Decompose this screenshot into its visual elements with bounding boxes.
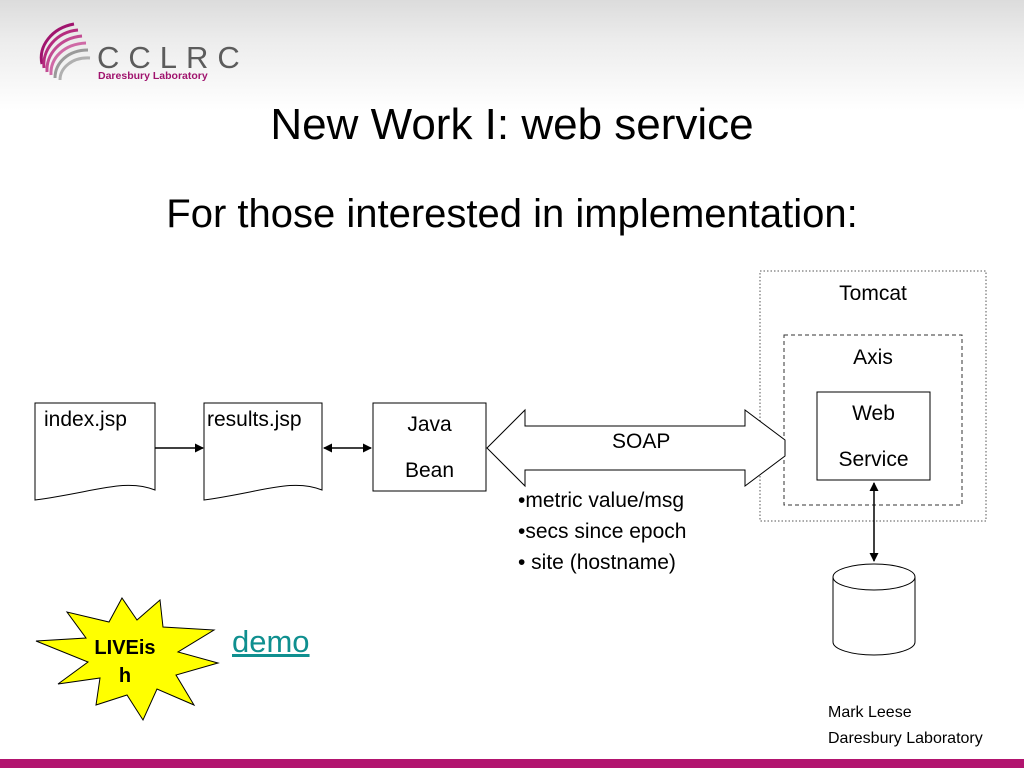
slide-title: New Work I: web service [270, 100, 754, 149]
index-jsp-document [34, 402, 156, 501]
web-service-label-2: Service [838, 448, 909, 471]
bottom-accent-bar [0, 759, 1024, 768]
logo-name: CCLRC [97, 40, 249, 75]
java-bean-box [372, 402, 487, 492]
author-org: Daresbury Laboratory [828, 730, 983, 747]
cclrc-logo-icon [39, 22, 91, 81]
results-jsp-document [203, 402, 323, 501]
results-jsp-label: results.jsp [207, 408, 302, 431]
bullet-site: • site (hostname) [518, 551, 676, 574]
web-service-label-1: Web [852, 402, 895, 425]
slide-subtitle: For those interested in implementation: [166, 192, 858, 236]
java-bean-label-2: Bean [404, 459, 455, 482]
soap-block-arrow [486, 408, 786, 488]
logo-subtitle: Daresbury Laboratory [98, 70, 208, 82]
author-block: Mark Leese Daresbury Laboratory [828, 700, 983, 752]
author-name: Mark Leese [828, 704, 912, 721]
web-service-box [816, 391, 931, 481]
bullet-metric: •metric value/msg [518, 489, 685, 512]
bullet-secs: •secs since epoch [518, 520, 687, 543]
database-icon [832, 563, 916, 656]
axis-label: Axis [853, 346, 893, 369]
index-jsp-label: index.jsp [44, 408, 127, 431]
demo-link[interactable]: demo [232, 624, 310, 659]
java-bean-label-1: Java [407, 413, 452, 436]
soap-label: SOAP [612, 430, 671, 453]
live-label-1: LIVEis [94, 637, 156, 659]
live-label-2: h [118, 665, 132, 687]
tomcat-label: Tomcat [839, 282, 907, 305]
live-starburst-icon [35, 597, 220, 722]
